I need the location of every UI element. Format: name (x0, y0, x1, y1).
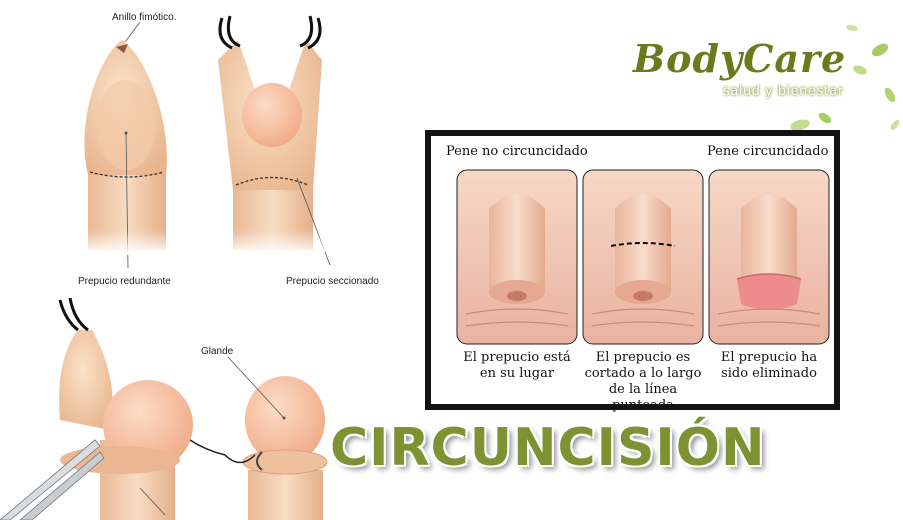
label-anillo-fimotico: Anillo fimótico. (112, 12, 176, 23)
comparison-images (431, 164, 834, 364)
caption-2: El prepucio es cortado a lo largo de la … (577, 350, 709, 414)
figure-glande (190, 357, 327, 520)
comparison-panel: Pene no circuncidado Pene circuncidado (425, 130, 840, 410)
comparison-panel-inner: Pene no circuncidado Pene circuncidado (431, 136, 834, 404)
figure-prepucio-redundante (80, 22, 180, 268)
image-uncircumcised (457, 170, 577, 344)
label-glande: Glande (201, 346, 233, 357)
image-circumcised (709, 170, 829, 344)
image-cut-line (583, 170, 703, 344)
caption-1: El prepucio está en su lugar (451, 350, 583, 382)
label-prepucio-seccionado: Prepucio seccionado (286, 276, 379, 287)
heading-circuncidado: Pene circuncidado (707, 144, 828, 159)
heading-no-circuncidado: Pene no circuncidado (446, 144, 588, 159)
brand-tagline: salud y bienestar (723, 84, 844, 99)
brand-logo: BodyCare salud y bienestar (625, 30, 895, 140)
label-prepucio-redundante: Prepucio redundante (78, 276, 171, 287)
figure-prepucio-seccionado (218, 16, 330, 265)
caption-3: El prepucio ha sido eliminado (703, 350, 835, 382)
figure-retraccion (0, 298, 193, 520)
page-title: CIRCUNCISIÓN (330, 418, 766, 478)
brand-name: BodyCare (633, 36, 846, 81)
